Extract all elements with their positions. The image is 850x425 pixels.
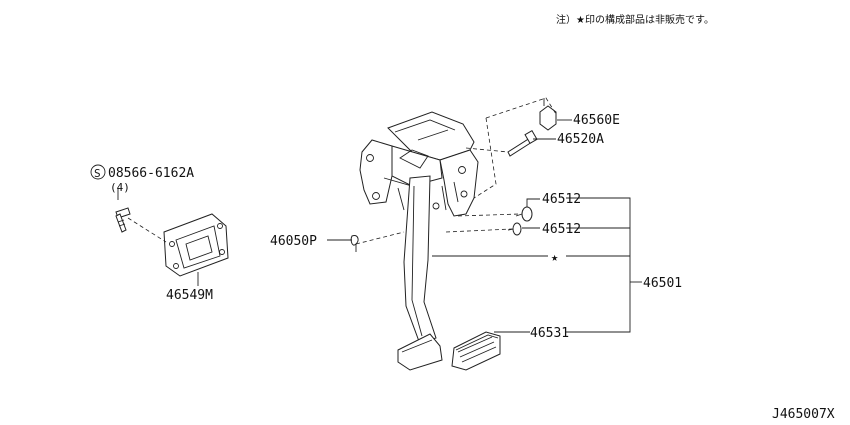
label-46512-lower: 46512 [542,222,581,237]
plate-46549m [163,213,229,277]
label-08566-6162a: 08566-6162A [108,166,194,181]
label-46501: 46501 [643,276,682,291]
non-sale-star: ★ [551,250,558,264]
bolt-spec-symbol: S [94,167,101,180]
pedal-pad-rubber [451,331,501,371]
label-46520a: 46520A [557,132,604,147]
stopper-46512-upper [515,206,533,222]
stopper-46512-lower [507,222,522,236]
leader-lines [117,119,642,333]
label-46512-upper: 46512 [542,192,581,207]
clip-46560e [539,98,557,131]
bolt-spec-callout: S 08566-6162A (4) [90,164,194,194]
label-46549m: 46549M [166,288,213,303]
label-46560e: 46560E [573,113,620,128]
drawing-id: J465007X [772,407,835,422]
label-46050p: 46050P [270,234,317,249]
label-46531: 46531 [530,326,569,341]
dashed-leaders [127,97,557,245]
bolt-quantity: (4) [110,181,130,194]
non-sale-note: 注）★印の構成部品は非販売です。 [556,13,714,26]
bolt-46520a [507,129,538,157]
pedal-arm [397,175,443,371]
bolt-08566 [115,207,131,233]
